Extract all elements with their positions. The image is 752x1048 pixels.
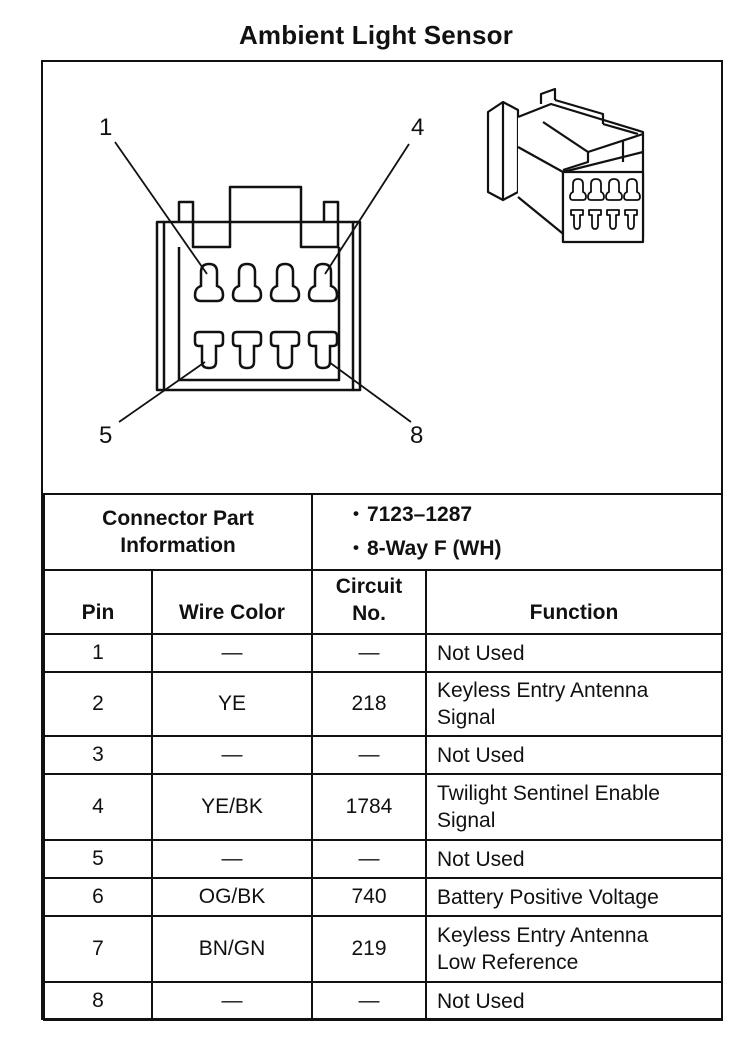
circuit-cell: 219 [311, 915, 427, 983]
leader-pin-4 [324, 143, 410, 275]
circuit-cell: — [311, 981, 427, 1021]
function-line2: Signal [437, 706, 496, 729]
wire-color-cell: YE [151, 671, 313, 737]
connector-info-row: Connector Part Information 7123–1287 8-W… [43, 493, 723, 571]
pin-cell: 3 [43, 735, 153, 775]
connector-frame: 1 4 5 8 Connector Part Information 7123–… [41, 60, 723, 1021]
connector-part-number: 7123–1287 [353, 498, 721, 532]
function-line1: Keyless Entry Antenna [437, 924, 649, 947]
pin-4-cavity [307, 262, 339, 303]
function-line1: Keyless Entry Antenna [437, 679, 649, 702]
table-row: 7 BN/GN 219 Keyless Entry Antenna Low Re… [43, 915, 723, 983]
table-row: 8 — — Not Used [43, 981, 723, 1021]
function-line1: Not Used [437, 641, 525, 665]
function-cell: Not Used [425, 839, 723, 879]
header-pin: Pin [43, 569, 153, 635]
pin-5-cavity [193, 330, 225, 370]
connector-info-label: Connector Part Information [43, 493, 313, 571]
connector-latch [191, 185, 340, 249]
circuit-cell: 740 [311, 877, 427, 917]
table-row: 3 — — Not Used [43, 735, 723, 775]
table-row: 2 YE 218 Keyless Entry Antenna Signal [43, 671, 723, 737]
wire-color-cell: — [151, 735, 313, 775]
table-row: 5 — — Not Used [43, 839, 723, 879]
header-circuit-line1: Circuit [335, 575, 403, 598]
callout-pin-8: 8 [410, 422, 424, 449]
circuit-cell: — [311, 735, 427, 775]
function-line2: Signal [437, 809, 496, 832]
table-row: 6 OG/BK 740 Battery Positive Voltage [43, 877, 723, 917]
wire-color-cell: BN/GN [151, 915, 313, 983]
pin-6-cavity [231, 330, 263, 370]
function-cell: Not Used [425, 735, 723, 775]
function-line1: Not Used [437, 847, 525, 871]
pin-cell: 8 [43, 981, 153, 1021]
connector-body [162, 220, 355, 392]
wire-color-cell: OG/BK [151, 877, 313, 917]
table-row: 1 — — Not Used [43, 633, 723, 673]
connector-right-bracket [353, 220, 362, 392]
pin-cell: 7 [43, 915, 153, 983]
callout-leaders [114, 141, 412, 423]
header-circuit-line2: No. [352, 602, 386, 625]
circuit-cell: 1784 [311, 773, 427, 841]
callout-pin-5: 5 [99, 422, 113, 449]
pin-3-cavity [269, 262, 301, 303]
pin-cell: 2 [43, 671, 153, 737]
wire-color-cell: — [151, 633, 313, 673]
circuit-cell: — [311, 839, 427, 879]
pin-2-cavity [231, 262, 263, 303]
header-function: Function [425, 569, 723, 635]
callout-pin-1: 1 [99, 114, 113, 141]
upper-pin-row [193, 262, 339, 303]
wire-color-cell: — [151, 981, 313, 1021]
connector-3d-view [486, 87, 645, 244]
connector-info-label-line1: Connector Part [102, 507, 254, 530]
page-title: Ambient Light Sensor [238, 20, 514, 50]
function-cell: Keyless Entry Antenna Low Reference [425, 915, 723, 983]
pin-cell: 1 [43, 633, 153, 673]
function-cell: Twilight Sentinel Enable Signal [425, 773, 723, 841]
table-header-row: Pin Wire Color Circuit No. Function [43, 569, 723, 635]
leader-pin-1 [114, 141, 208, 275]
header-circuit: Circuit No. [311, 569, 427, 635]
function-line2: Low Reference [437, 951, 579, 974]
leader-pin-5 [118, 361, 206, 423]
connector-left-bracket [155, 220, 164, 392]
circuit-cell: — [311, 633, 427, 673]
connector-diagram: 1 4 5 8 [43, 62, 721, 492]
leader-pin-8 [328, 361, 412, 423]
connector-info-label-line2: Information [120, 534, 236, 557]
pinout-table: Connector Part Information 7123–1287 8-W… [43, 493, 723, 1021]
connector-type: 8-Way F (WH) [353, 532, 721, 566]
connector-cavity [177, 247, 341, 382]
function-cell: Not Used [425, 633, 723, 673]
callout-pin-4: 4 [411, 114, 425, 141]
function-line1: Battery Positive Voltage [437, 885, 659, 909]
pin-1-cavity [193, 262, 225, 303]
pin-7-cavity [269, 330, 301, 370]
table-row: 4 YE/BK 1784 Twilight Sentinel Enable Si… [43, 773, 723, 841]
pin-8-cavity [307, 330, 339, 370]
function-line1: Twilight Sentinel Enable [437, 782, 660, 805]
circuit-cell: 218 [311, 671, 427, 737]
function-line1: Not Used [437, 743, 525, 767]
pin-cell: 6 [43, 877, 153, 917]
function-line1: Not Used [437, 989, 525, 1013]
wire-color-cell: — [151, 839, 313, 879]
pin-cell: 5 [43, 839, 153, 879]
function-cell: Keyless Entry Antenna Signal [425, 671, 723, 737]
function-cell: Not Used [425, 981, 723, 1021]
header-wire-color: Wire Color [151, 569, 313, 635]
connector-info-values: 7123–1287 8-Way F (WH) [311, 493, 723, 571]
lower-pin-row [193, 330, 339, 370]
function-cell: Battery Positive Voltage [425, 877, 723, 917]
connector-face-drawing [114, 87, 645, 423]
wire-color-cell: YE/BK [151, 773, 313, 841]
pin-cell: 4 [43, 773, 153, 841]
